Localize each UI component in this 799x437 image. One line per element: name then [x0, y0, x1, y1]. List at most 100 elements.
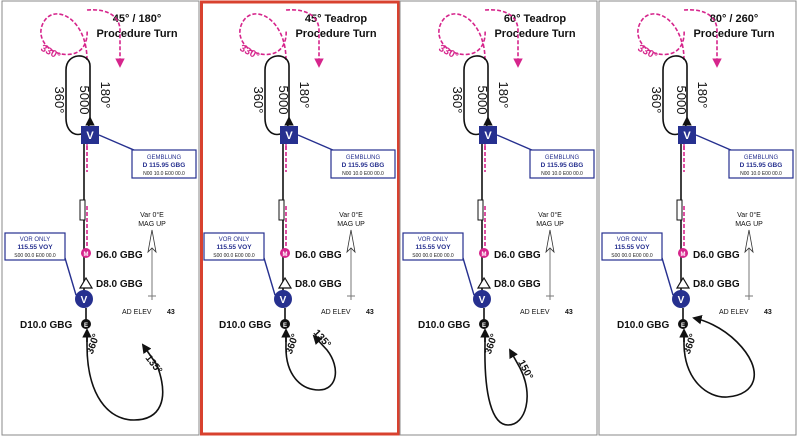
panel-subtitle: Procedure Turn — [494, 28, 575, 40]
gemblung-name: GEMBLUNG — [346, 155, 381, 161]
procedure-turn-leg — [484, 334, 528, 426]
fix-letter: V — [285, 130, 293, 142]
mag-up-label: MAG UP — [337, 221, 365, 228]
variation-label: Var 0°E — [538, 211, 562, 219]
vor-letter: V — [280, 295, 287, 306]
voy-radial-line — [462, 257, 475, 296]
d6-label: D6.0 GBG — [693, 250, 740, 261]
vor-circle — [672, 290, 690, 308]
voy-box-frame — [402, 232, 464, 261]
panel-border — [399, 0, 598, 436]
fix-m-letter: M — [482, 252, 487, 258]
fix-square — [81, 126, 99, 144]
fix-square — [479, 126, 497, 144]
d8-triangle — [476, 276, 492, 289]
vor-circle — [473, 290, 491, 308]
mag-up-label: MAG UP — [138, 221, 166, 228]
panel-title: 80° / 260° — [710, 13, 759, 25]
fix-m-circle — [81, 248, 91, 258]
variation-label: Var 0°E — [140, 211, 164, 219]
gemblung-coords: N00 10.0 E00 00.0 — [740, 171, 782, 177]
ad-elev-value: 43 — [565, 309, 573, 316]
voy-box-frame — [4, 232, 66, 261]
voy-radial-line — [661, 257, 674, 296]
entry-dashed-return — [285, 9, 324, 68]
panel-subtitle: Procedure Turn — [693, 28, 774, 40]
hold-inbound-label: 180° — [695, 82, 710, 109]
procedure-turn-leg — [285, 334, 337, 391]
gemblung-name: GEMBLUNG — [545, 155, 580, 161]
voy-box-frame — [203, 232, 265, 261]
d8-triangle — [277, 276, 293, 289]
holding-altitude-label: 5000 — [475, 86, 490, 115]
d10-circle — [479, 319, 489, 329]
fix-letter: V — [683, 130, 691, 142]
fix-square — [678, 126, 696, 144]
north-arrow-tail — [148, 292, 156, 300]
d6-label: D6.0 GBG — [295, 250, 342, 261]
north-arrow-head — [147, 229, 157, 254]
mag-up-label: MAG UP — [735, 221, 763, 228]
ad-elev-label: AD ELEV — [520, 309, 550, 316]
ad-elev-value: 43 — [167, 309, 175, 316]
holding-radial-label: 330° — [39, 43, 62, 62]
d8-triangle — [675, 276, 691, 289]
variation-label: Var 0°E — [737, 211, 761, 219]
holding-radial-label: 330° — [238, 43, 261, 62]
course-marker-bar — [676, 199, 683, 221]
gemblung-frequency: D 115.95 GBG — [143, 162, 186, 169]
north-arrow-head — [744, 229, 754, 254]
hold-inbound-label: 180° — [297, 82, 312, 109]
vor-letter: V — [678, 295, 685, 306]
north-arrow-tail — [347, 292, 355, 300]
hold-outbound-label: 360° — [649, 87, 664, 114]
gemblung-frequency: D 115.95 GBG — [740, 162, 783, 169]
panel-title: 60° Teadrop — [504, 13, 567, 25]
gemblung-coords: N00 10.0 E00 00.0 — [541, 171, 583, 177]
hold-outbound-label: 360° — [52, 87, 67, 114]
hold-outbound-label: 360° — [450, 87, 465, 114]
entry-dashed-return — [683, 9, 722, 68]
ad-elev-label: AD ELEV — [321, 309, 351, 316]
voy-frequency: 115.55 VOY — [216, 244, 252, 251]
panel-border — [598, 0, 797, 436]
d8-label: D8.0 GBG — [295, 279, 342, 290]
d6-label: D6.0 GBG — [494, 250, 541, 261]
hold-inbound-label: 180° — [98, 82, 113, 109]
north-arrow-head — [346, 229, 356, 254]
panel-border — [1, 0, 200, 436]
d10-label: D10.0 GBG — [617, 320, 669, 331]
fix-square — [280, 126, 298, 144]
d10-circle — [81, 319, 91, 329]
gemblung-name: GEMBLUNG — [147, 155, 182, 161]
gemblung-frequency: D 115.95 GBG — [342, 162, 385, 169]
procedure-turn-leg — [86, 334, 164, 421]
fix-m-circle — [280, 248, 290, 258]
d10-letter: E — [681, 323, 685, 329]
vor-circle — [75, 290, 93, 308]
d10-label: D10.0 GBG — [418, 320, 470, 331]
panel-title: 45° Teadrop — [305, 13, 368, 25]
vor-circle — [274, 290, 292, 308]
holding-altitude-label: 5000 — [276, 86, 291, 115]
gemblung-frequency: D 115.95 GBG — [541, 162, 584, 169]
holding-radial-label: 330° — [437, 43, 460, 62]
gemblung-box-frame — [529, 149, 595, 179]
course-marker-bar — [278, 199, 285, 221]
hold-outbound-label: 360° — [251, 87, 266, 114]
voy-coords: S00 00.0 E00 00.0 — [14, 253, 56, 259]
ad-elev-label: AD ELEV — [122, 309, 152, 316]
gemblung-name: GEMBLUNG — [744, 155, 779, 161]
d10-letter: E — [283, 323, 287, 329]
voy-frequency: 115.55 VOY — [614, 244, 650, 251]
panel-title: 45° / 180° — [113, 13, 162, 25]
outbound-angle-label: 135° — [143, 353, 164, 376]
d8-triangle — [78, 276, 94, 289]
holding-radial-label: 330° — [636, 43, 659, 62]
voy-radial-line — [64, 257, 77, 296]
